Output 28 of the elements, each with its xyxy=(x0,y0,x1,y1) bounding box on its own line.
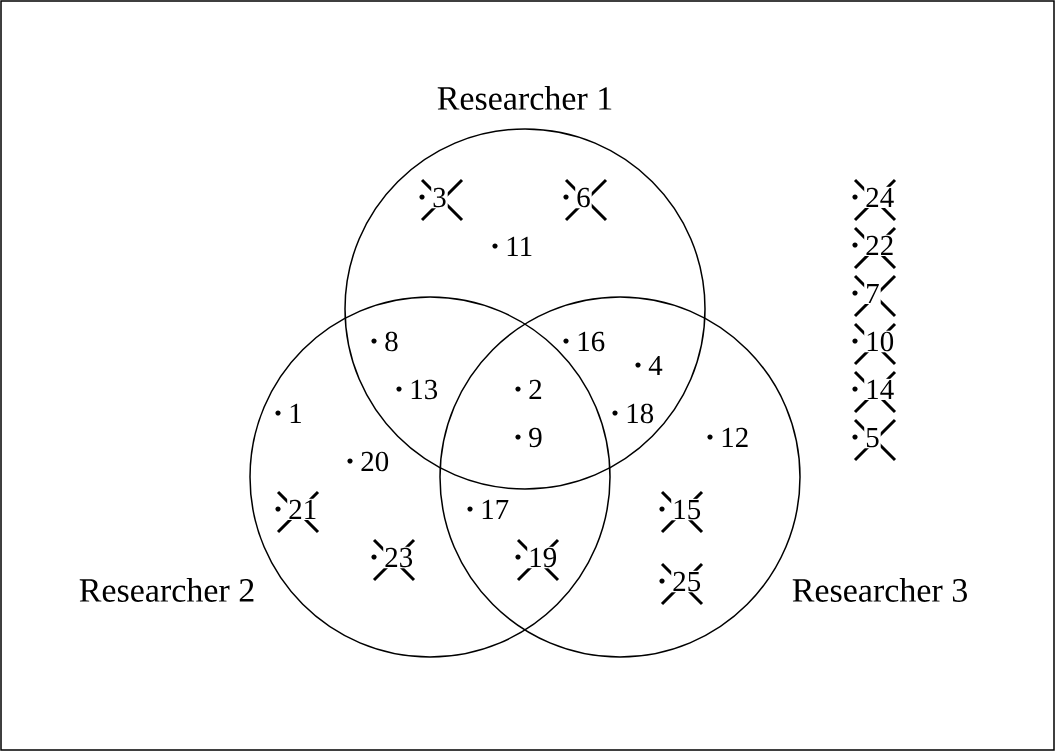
item-label: 23 xyxy=(371,546,415,569)
item-label: 17 xyxy=(467,499,509,519)
item-label: 5 xyxy=(852,427,881,449)
item-label: 2 xyxy=(515,379,542,399)
set-label: Researcher 2 xyxy=(79,578,254,602)
set-label: Researcher 3 xyxy=(792,578,967,602)
item-label: 15 xyxy=(659,498,703,521)
item-label: 22 xyxy=(852,234,896,256)
item-label: 3 xyxy=(419,186,448,209)
item-label: 9 xyxy=(515,427,542,448)
item-label: 11 xyxy=(492,236,532,256)
item-label: 24 xyxy=(852,186,896,208)
item-label: 7 xyxy=(852,283,881,304)
item-label: 6 xyxy=(563,186,592,209)
item-label: 20 xyxy=(347,451,389,472)
item-label: 1 xyxy=(275,403,301,423)
set-label: Researcher 1 xyxy=(437,86,612,110)
item-label: 8 xyxy=(371,331,398,352)
item-label: 19 xyxy=(515,546,559,569)
item-label: 14 xyxy=(852,378,896,400)
item-label: 13 xyxy=(396,379,438,400)
item-label: 16 xyxy=(563,331,605,352)
item-label: 18 xyxy=(612,403,654,424)
item-label: 21 xyxy=(275,498,319,520)
item-label: 10 xyxy=(852,330,896,353)
item-label: 12 xyxy=(707,427,748,447)
item-label: 4 xyxy=(635,355,663,375)
item-label: 25 xyxy=(659,570,703,593)
